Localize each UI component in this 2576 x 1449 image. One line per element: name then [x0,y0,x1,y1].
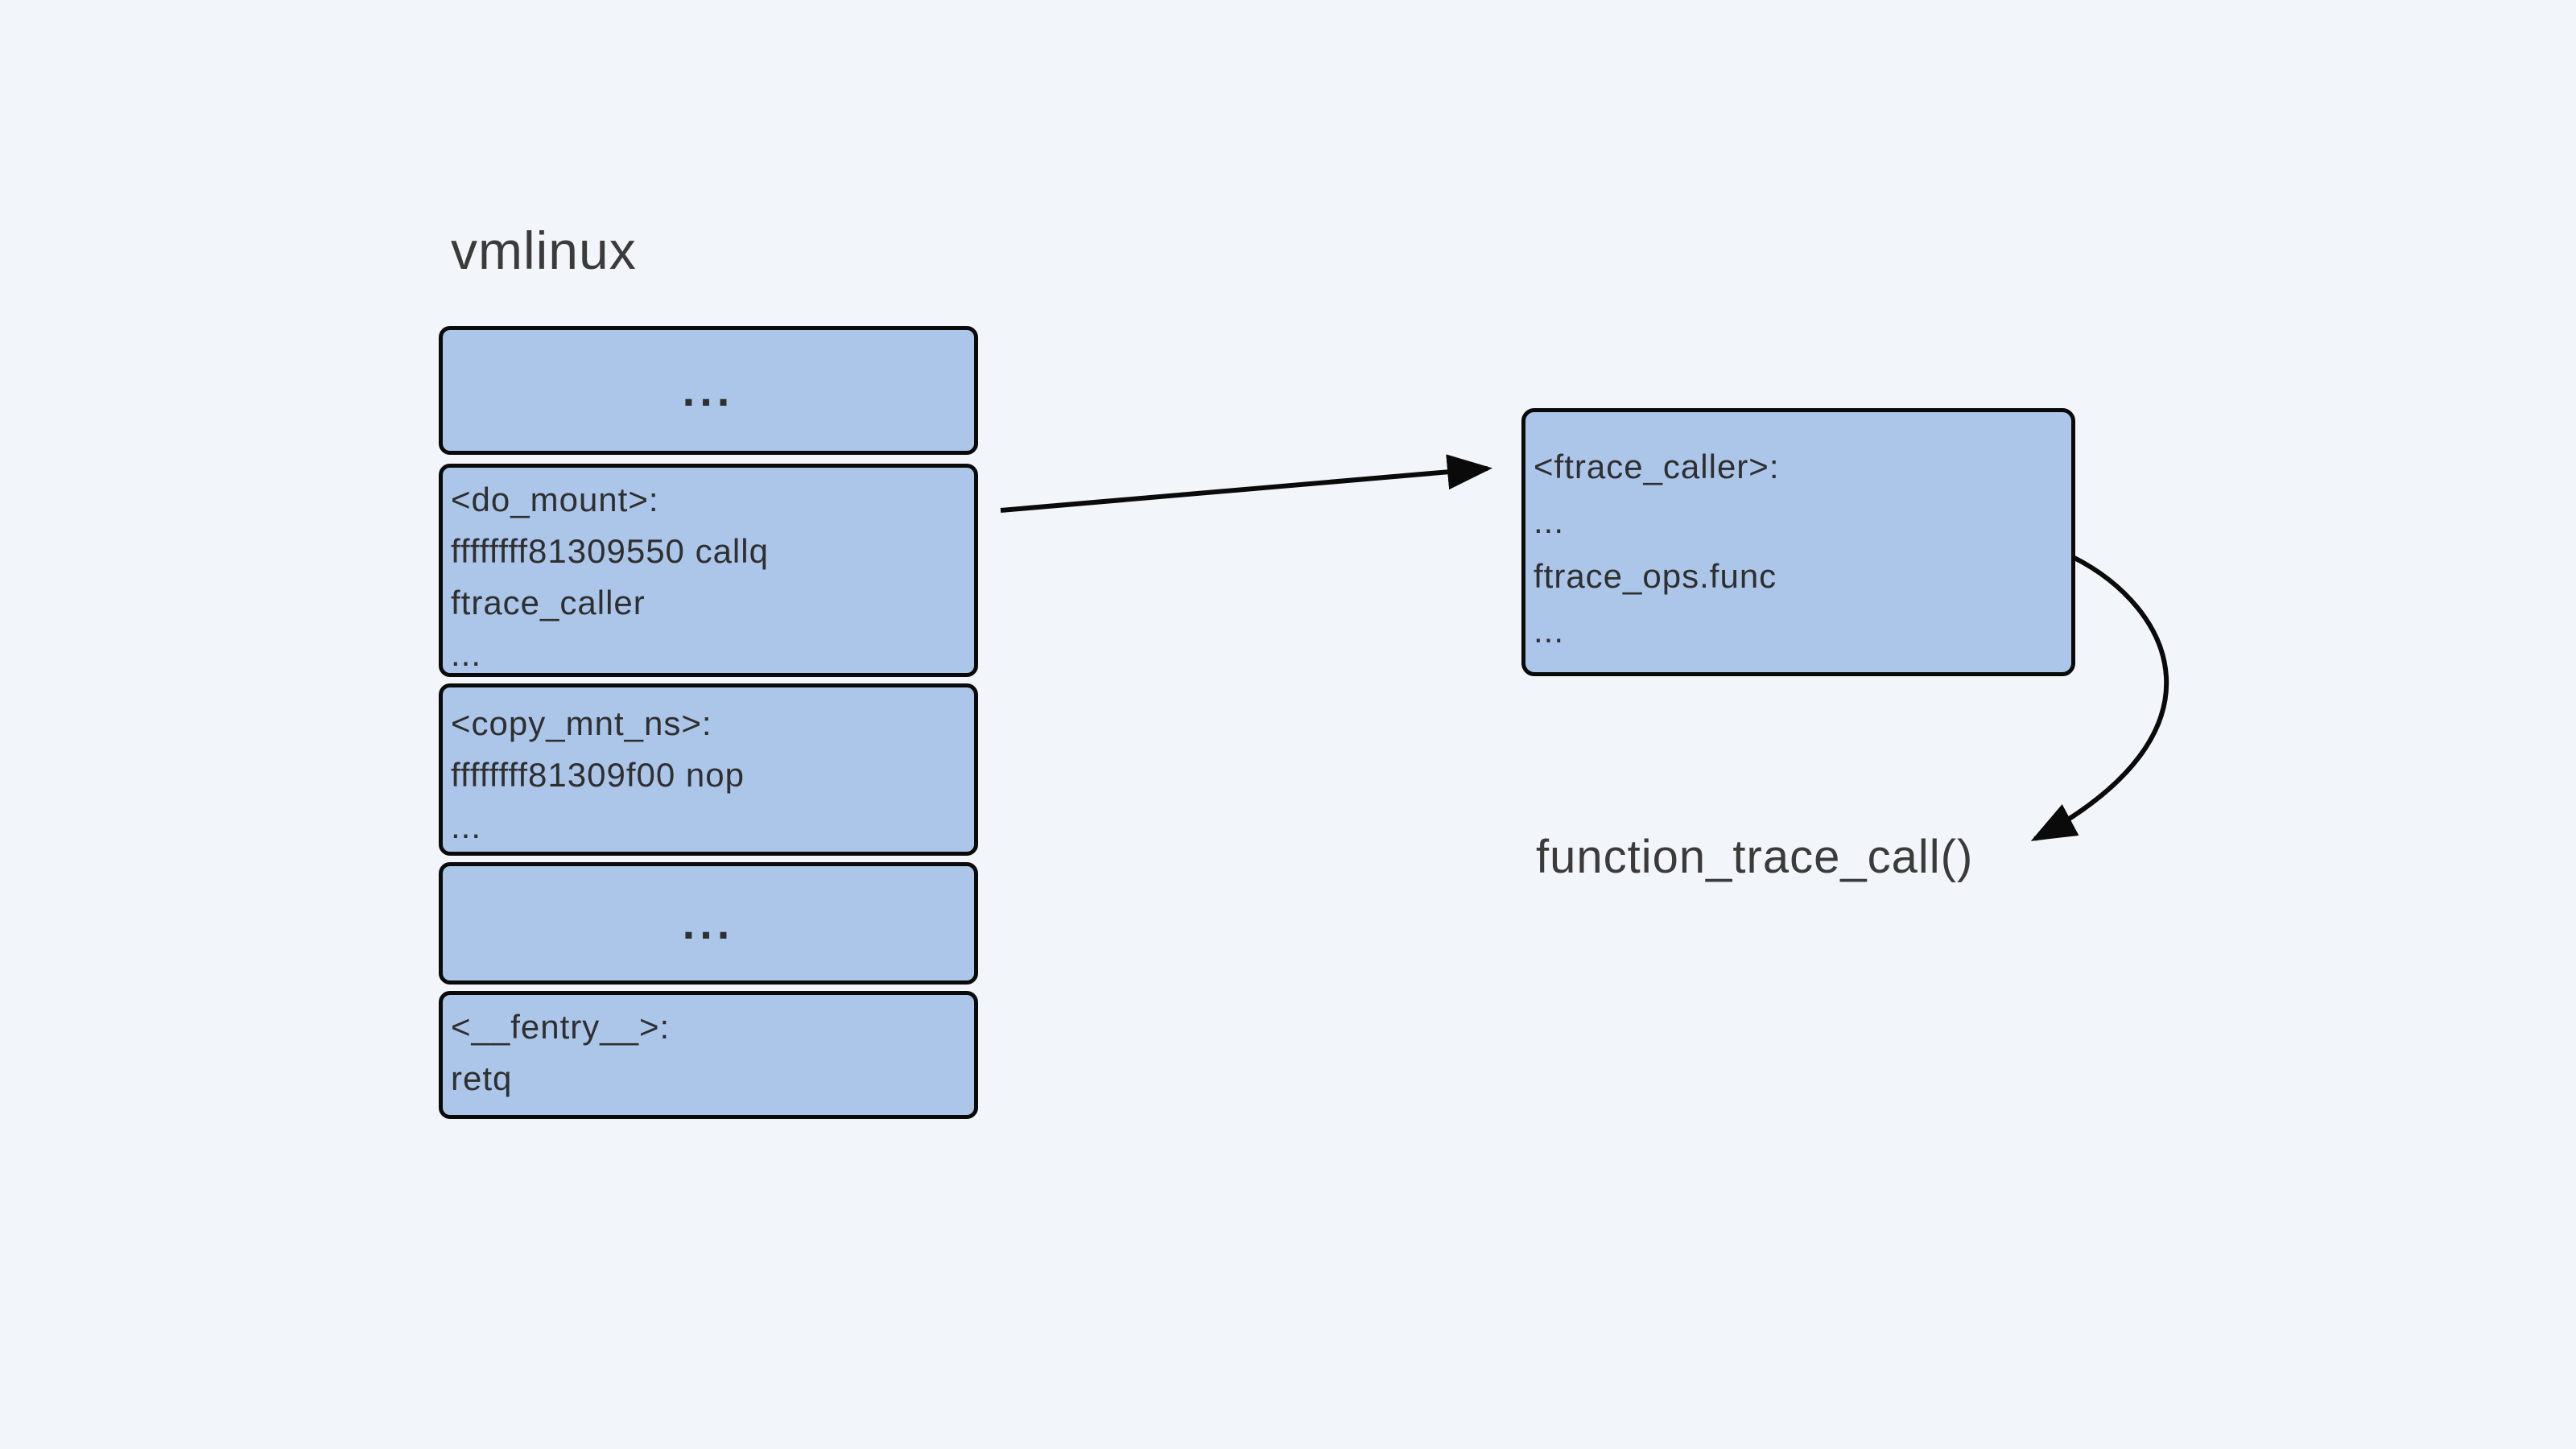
stack-box-fentry: <__fentry__>: retq [439,991,978,1119]
stack-box-ellipsis-mid: ... [439,862,978,985]
do-mount-call-target: ftrace_caller [451,584,646,621]
ftrace-caller-box: <ftrace_caller>: ... ftrace_ops.func ... [1521,408,2075,676]
ellipsis-text: ... [682,898,735,948]
ftrace-caller-ellipsis-2: ... [1534,612,1565,650]
do-mount-label: <do_mount>: [451,481,659,518]
copy-mnt-ns-label: <copy_mnt_ns>: [451,704,712,742]
stack-box-ellipsis-top: ... [439,326,978,455]
ftrace-ops-func-line: ftrace_ops.func [1534,557,1777,595]
stack-box-do-mount: <do_mount>: ffffffff81309550 callq ftrac… [439,464,978,677]
fentry-instruction: retq [451,1059,513,1097]
ftrace-caller-label: <ftrace_caller>: [1534,448,1780,485]
function-trace-call-label: function_trace_call() [1536,831,1974,883]
do-mount-ellipsis: ... [451,635,482,673]
do-mount-instruction: ffffffff81309550 callq [451,532,769,570]
vmlinux-title: vmlinux [451,221,637,280]
callq-to-ftrace-caller-arrow [1000,454,1492,513]
copy-mnt-ns-ellipsis: ... [451,807,482,845]
fentry-label: <__fentry__>: [451,1008,671,1046]
copy-mnt-ns-instruction: ffffffff81309f00 nop [451,756,745,794]
ellipsis-text: ... [682,365,735,415]
stack-box-copy-mnt-ns: <copy_mnt_ns>: ffffffff81309f00 nop ... [439,683,978,856]
ftrace-caller-ellipsis: ... [1534,502,1565,540]
